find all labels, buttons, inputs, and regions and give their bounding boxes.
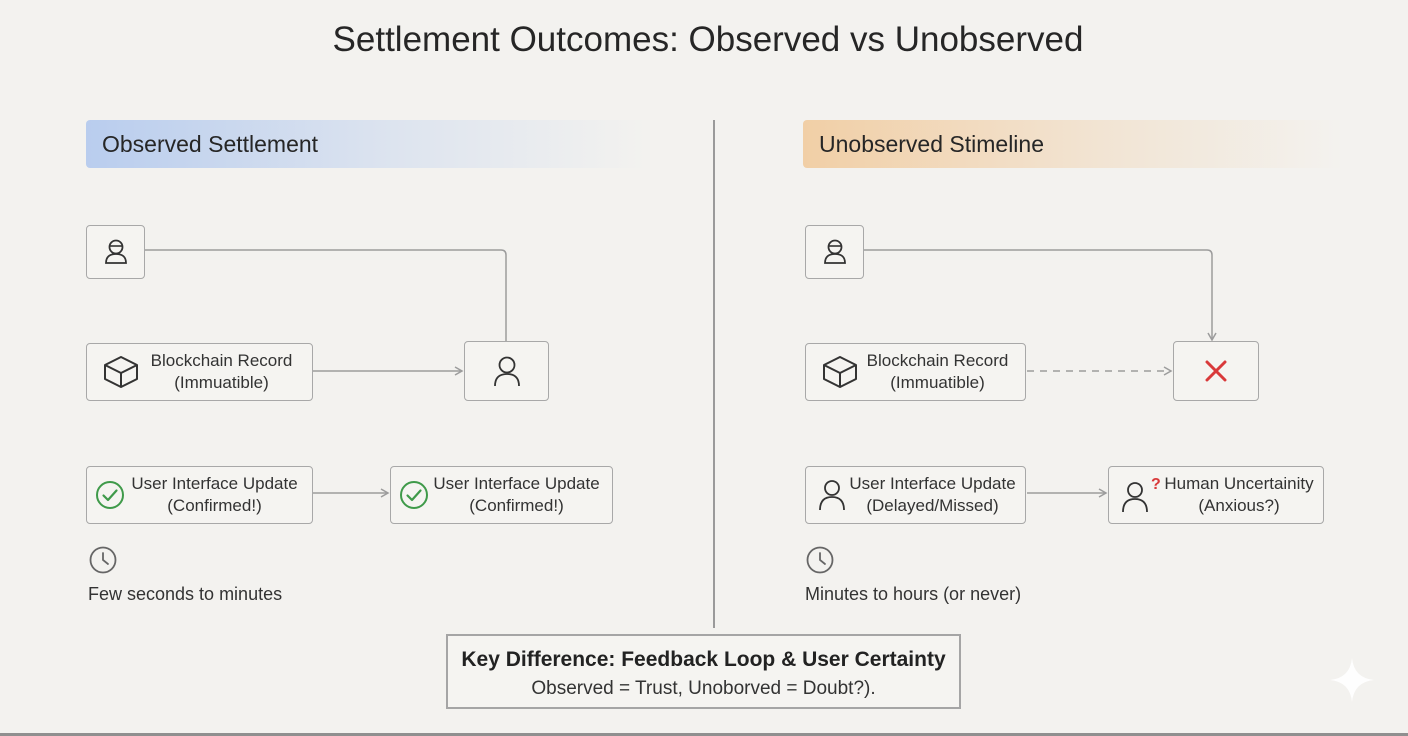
user-icon [493,356,520,387]
observed-time-label: Few seconds to minutes [88,584,283,604]
observed-ui-confirmed-subtitle: (Confirmed!) [469,496,564,515]
unobserved-uncertainty-subtitle: (Anxious?) [1198,496,1280,515]
key-difference-title: Key Difference: Feedback Loop & User Cer… [461,648,946,671]
observed-ui-confirmed-node: User Interface Update (Confirmed!) [390,466,613,524]
cube-icon [823,356,857,388]
unobserved-sender-node [805,225,864,279]
observed-ui-confirmed-title: User Interface Update [433,474,600,493]
page-title: Settlement Outcomes: Observed vs Unobser… [332,20,1084,59]
observed-blockchain-subtitle: (Immuatible) [174,373,269,392]
observed-recipient-node [464,341,549,401]
observed-blockchain-title: Blockchain Record [150,351,293,370]
close-icon [1205,360,1227,382]
svg-text:?: ? [1151,476,1161,493]
observed-user-to-recipient-line [145,249,507,341]
unobserved-blockchain-title: Blockchain Record [866,351,1009,370]
question-user-icon: ? [1122,476,1161,513]
observed-blockchain-node: Blockchain Record (Immuatible) [86,343,313,401]
unobserved-ui-update-node: User Interface Update (Delayed/Missed) [805,466,1026,524]
observed-sender-node [86,225,145,279]
section-divider [713,120,715,628]
unobserved-fail-node [1173,341,1259,401]
observed-header: Observed Settlement [86,120,646,168]
cube-icon [104,356,138,388]
unobserved-blockchain-node: Blockchain Record (Immuatible) [805,343,1026,401]
check-circle-icon [96,481,124,509]
key-difference-subtitle: Observed = Trust, Unoborved = Doubt?). [531,678,876,699]
unobserved-uncertainty-node: ? Human Uncertainity (Anxious?) [1108,466,1324,524]
bottom-border [0,733,1408,736]
check-circle-icon [400,481,428,509]
clock-icon [806,546,834,574]
observed-ui-update-node: User Interface Update (Confirmed!) [86,466,313,524]
unobserved-ui-update-title: User Interface Update [849,474,1016,493]
unobserved-time-label: Minutes to hours (or never) [805,584,1022,604]
sparkle-icon [1330,658,1374,702]
user-icon [104,239,127,264]
observed-ui-update-title: User Interface Update [131,474,298,493]
clock-icon [89,546,117,574]
user-icon [823,239,846,264]
user-icon [819,480,845,511]
unobserved-user-to-fail-line [864,249,1217,342]
unobserved-header: Unobserved Stimeline [803,120,1343,168]
key-difference-box: Key Difference: Feedback Loop & User Cer… [446,634,961,709]
observed-ui-update-subtitle: (Confirmed!) [167,496,262,515]
unobserved-blockchain-subtitle: (Immuatible) [890,373,985,392]
unobserved-ui-update-subtitle: (Delayed/Missed) [866,496,999,515]
unobserved-uncertainty-title: Human Uncertainity [1164,474,1314,493]
